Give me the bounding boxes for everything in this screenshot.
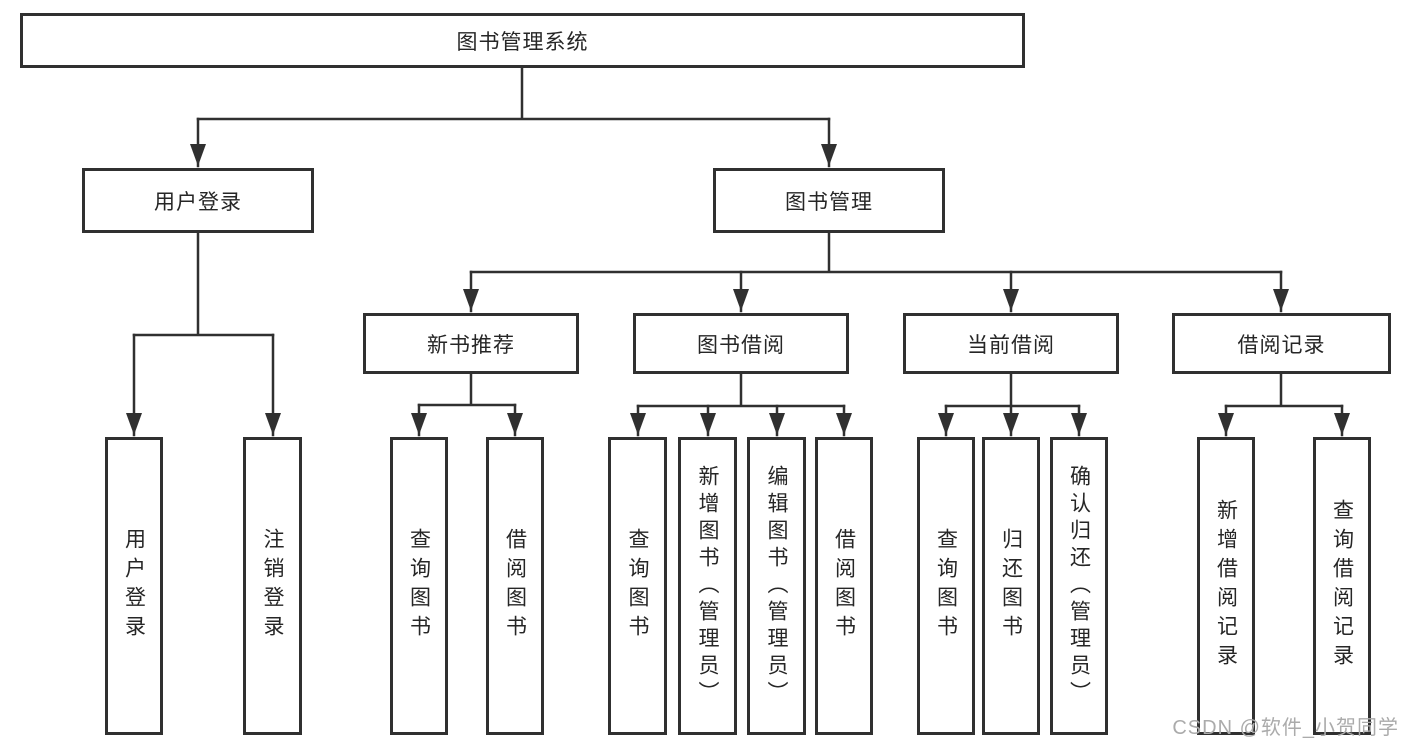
connector-sec1-split [636,372,846,408]
csdn-watermark: CSDN @软件_小贺同学 [1172,717,1399,739]
node-book-borrowing: 图书借阅 [633,313,849,374]
node-borrowing-records: 借阅记录 [1172,313,1391,374]
leaf-logout: 注销登录 [243,437,302,735]
connector-mgmt-split [469,231,1283,274]
connector-sec3-split [1224,372,1344,408]
node-library-system: 图书管理系统 [20,13,1025,68]
node-user-login: 用户登录 [82,168,314,233]
leaf-recommend-borrow-books: 借阅图书 [486,437,544,735]
leaf-user-login: 用户登录 [105,437,163,735]
leaf-current-return-books: 归还图书 [982,437,1040,735]
connector-login-split [132,231,275,337]
node-book-management: 图书管理 [713,168,945,233]
leaf-borrowing-edit-books-admin: 编辑图书（管理员） [747,437,806,735]
leaf-borrowing-add-books-admin: 新增图书（管理员） [678,437,737,735]
connector-sec2-split [944,372,1081,408]
leaf-current-confirm-return-admin: 确认归还（管理员） [1050,437,1108,735]
leaf-borrowing-query-books: 查询图书 [608,437,667,735]
leaf-borrowing-borrow-books: 借阅图书 [815,437,873,735]
node-current-borrowing: 当前借阅 [903,313,1119,374]
leaf-records-add-record: 新增借阅记录 [1197,437,1255,735]
leaf-records-query-record: 查询借阅记录 [1313,437,1371,735]
node-new-book-recommend: 新书推荐 [363,313,579,374]
leaf-recommend-query-books: 查询图书 [390,437,448,735]
connector-sec0-split [417,372,517,407]
leaf-current-query-books: 查询图书 [917,437,975,735]
connector-root-split [196,66,831,121]
